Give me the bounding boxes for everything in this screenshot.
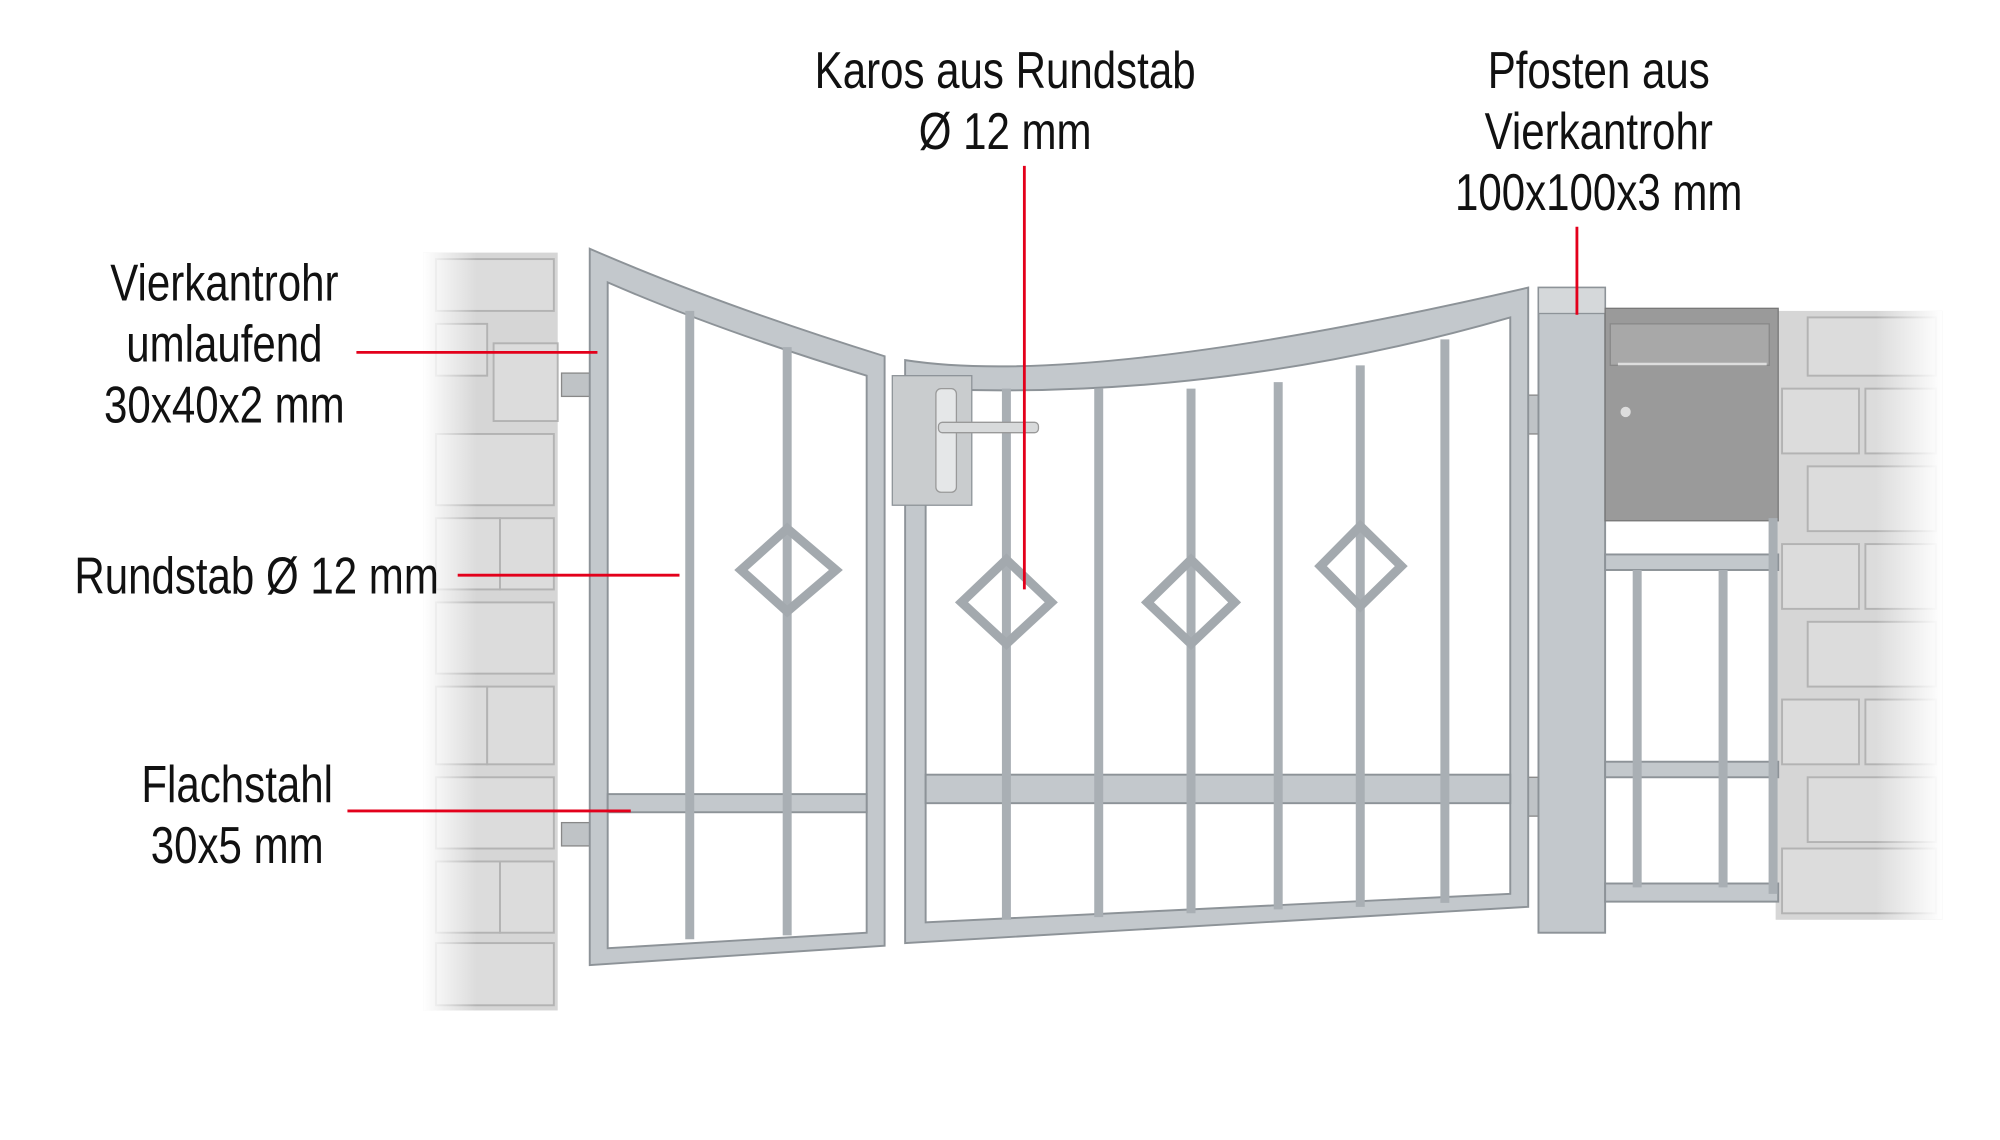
svg-text:Vierkantrohr: Vierkantrohr xyxy=(110,253,338,311)
door-handle xyxy=(937,421,1040,434)
svg-text:100x100x3 mm: 100x100x3 mm xyxy=(1455,163,1742,221)
right-brick-pillar xyxy=(1775,310,1943,920)
diamond-ornament xyxy=(1314,519,1408,613)
side-fence xyxy=(1604,518,1780,903)
label-flat-steel: Flachstahl 30x5 mm xyxy=(141,755,333,874)
label-rod: Rundstab Ø 12 mm xyxy=(74,546,438,604)
svg-text:Pfosten aus: Pfosten aus xyxy=(1488,41,1710,99)
diamond-ornament xyxy=(1140,553,1242,651)
diamond-ornament xyxy=(954,553,1058,650)
svg-text:Ø 12 mm: Ø 12 mm xyxy=(919,102,1092,160)
svg-text:Rundstab Ø 12 mm: Rundstab Ø 12 mm xyxy=(74,546,438,604)
svg-text:umlaufend: umlaufend xyxy=(126,314,322,372)
lock-plate xyxy=(891,375,973,506)
label-frame: Vierkantrohr umlaufend 30x40x2 mm xyxy=(104,253,345,433)
diamond-ornament xyxy=(734,522,843,618)
svg-text:30x5 mm: 30x5 mm xyxy=(151,816,324,874)
svg-text:30x40x2 mm: 30x40x2 mm xyxy=(104,375,345,433)
svg-text:Karos aus Rundstab: Karos aus Rundstab xyxy=(815,41,1196,99)
post xyxy=(1537,286,1607,934)
left-brick-pillar xyxy=(423,252,559,1011)
right-gate-wing xyxy=(891,286,1530,945)
leader-lines xyxy=(347,165,1579,813)
svg-text:Flachstahl: Flachstahl xyxy=(141,755,333,813)
label-diamonds: Karos aus Rundstab Ø 12 mm xyxy=(815,41,1196,160)
mailbox xyxy=(1604,307,1779,522)
svg-text:Vierkantrohr: Vierkantrohr xyxy=(1485,102,1713,160)
left-gate-wing xyxy=(588,247,886,967)
label-post: Pfosten aus Vierkantrohr 100x100x3 mm xyxy=(1455,41,1742,221)
door-handle-plate xyxy=(935,387,958,493)
